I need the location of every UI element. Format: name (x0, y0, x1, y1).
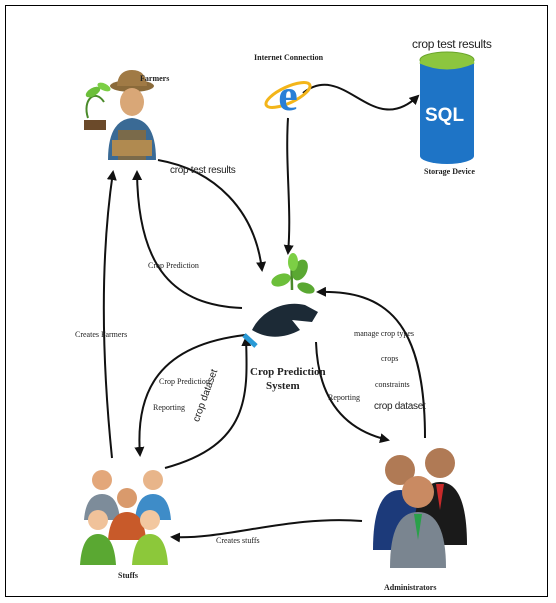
crop-test-results-top-label: crop test results (412, 37, 492, 51)
crop-prediction-system-icon (242, 253, 318, 348)
internet-explorer-icon: e (264, 71, 312, 120)
arrow-admin-to-stuffs (170, 519, 363, 543)
farmers-label: Farmers (140, 74, 170, 83)
arrow-stuffs-to-system (164, 336, 252, 469)
internet-connection-label: Internet Connection (254, 53, 324, 62)
crop-dataset-admin-label: crop dataset (374, 401, 426, 412)
crop-prediction-stuffs-label: Crop Prediction (159, 377, 210, 386)
farmer-icon (84, 70, 156, 160)
storage-device-label: Storage Device (424, 167, 475, 176)
arrow-internet-to-system (283, 117, 294, 255)
svg-text:e: e (278, 71, 298, 120)
crops-label: crops (381, 354, 399, 363)
manage-crop-types-label: manage crop types (354, 329, 414, 338)
creates-farmers-label: Creates Farmers (75, 330, 128, 339)
crop-test-results-farmers-label: crop test results (170, 165, 236, 176)
arrow-system-to-farmers (132, 170, 243, 309)
creates-stuffs-label: Creates stuffs (216, 536, 260, 545)
stuffs-label: Stuffs (118, 571, 139, 580)
sql-label: SQL (425, 105, 465, 126)
system-label-line2: System (266, 380, 300, 392)
arrow-system-to-stuffs (134, 334, 246, 457)
administrators-group-icon (373, 448, 467, 568)
system-label-line1: Crop Prediction (250, 366, 326, 378)
arrow-internet-to-storage (302, 83, 420, 111)
sql-database-icon (419, 51, 475, 164)
constraints-label: constraints (375, 380, 410, 389)
crop-prediction-left-label: Crop Prediction (148, 261, 199, 270)
reporting-admin-label: Reporting (328, 393, 360, 402)
stuffs-group-icon (80, 470, 171, 565)
arrow-admin-to-system (316, 286, 426, 439)
arrow-stuffs-to-farmers (102, 170, 117, 459)
arrow-system-to-admin (315, 341, 390, 444)
administrators-label: Administrators (384, 583, 437, 592)
arrow-farmers-to-system (157, 159, 267, 272)
reporting-stuffs-label: Reporting (153, 403, 185, 412)
